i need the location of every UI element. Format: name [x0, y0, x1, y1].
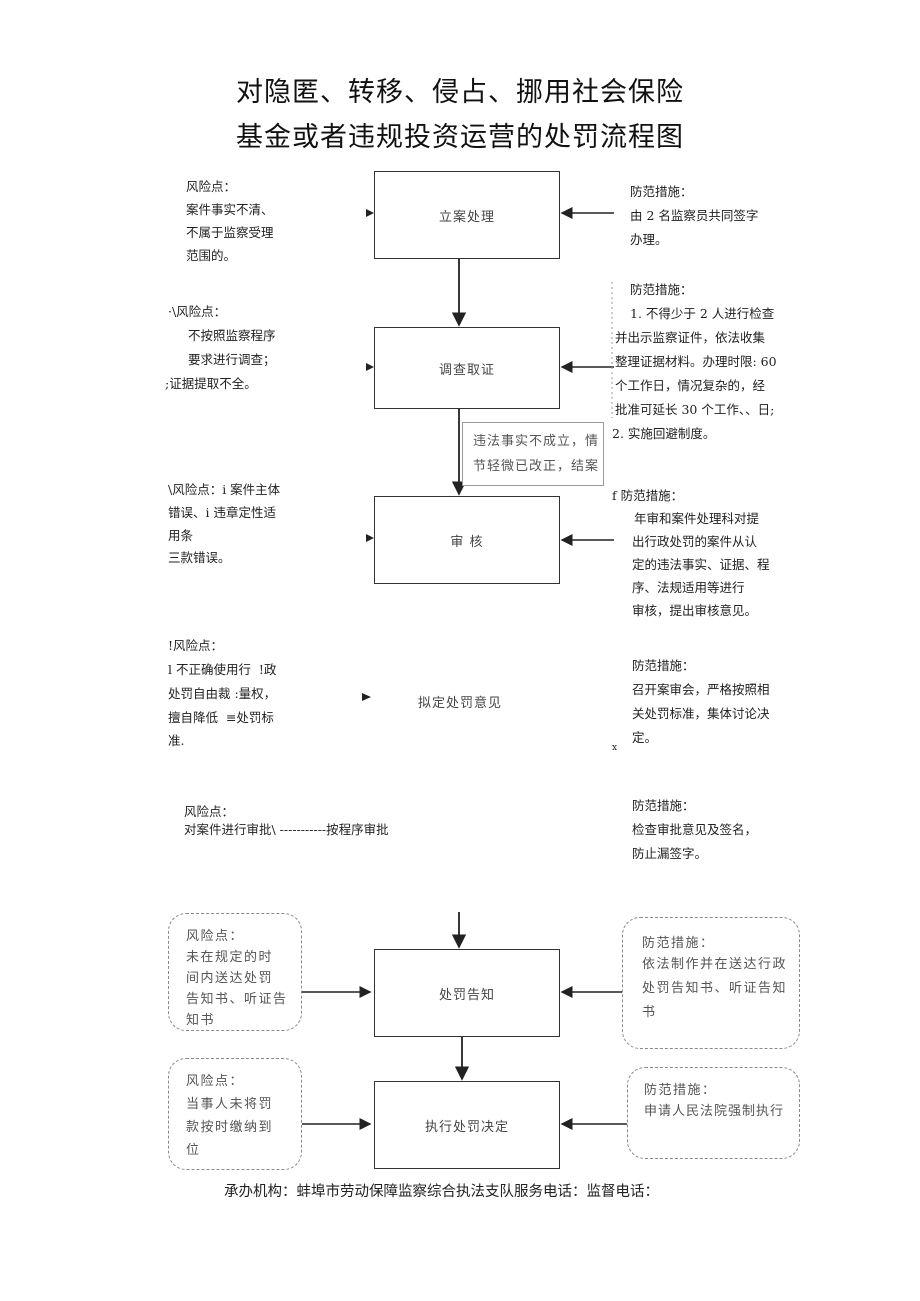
arrow-risk-2: [366, 363, 374, 371]
measure-4-line-3: 定。: [632, 730, 658, 745]
risk-6-box: [168, 913, 302, 1031]
measure-7-box: [627, 1067, 800, 1159]
measure-6-line-3: 书: [642, 1005, 657, 1020]
measure-3-line-1: 年审和案件处理科对提: [634, 511, 760, 526]
risk-3-line-1: \风险点：i 案件主体: [168, 482, 281, 497]
measure-6-line-1: 依法制作并在送达行政: [642, 957, 788, 972]
step-execution: 执行处罚决定: [374, 1081, 560, 1169]
measure-5-line-2: 防止漏签字。: [632, 846, 708, 861]
risk-7-label: 风险点：: [186, 1074, 245, 1089]
measure-1-line-2: 办理。: [630, 232, 668, 247]
risk-4-line-2: l 不正确使用行 !政: [168, 662, 277, 677]
measure-1-line-1: 由 2 名监察员共同签字: [630, 208, 759, 223]
measure-6-box: [622, 917, 800, 1049]
footer-contact: 承办机构：蚌埠市劳动保障监察综合执法支队服务电话：监督电话：: [224, 1184, 659, 1200]
measure-4-mark: x: [612, 743, 618, 753]
measure-2-line-4: 个工作日，情况复杂的，经: [615, 378, 766, 393]
risk-4-line-1: !风险点：: [168, 638, 224, 653]
risk-2-line-2: 要求进行调查；: [188, 352, 276, 367]
step-review: 审 核: [374, 496, 560, 584]
side-note-line-2: 节轻微已改正，结案: [473, 459, 600, 474]
measure-4-label: 防范措施：: [632, 658, 695, 673]
step-filing: 立案处理: [374, 171, 560, 259]
measure-5-line-1: 检查审批意见及签名，: [632, 822, 758, 837]
measure-3-label: f 防范措施：: [612, 488, 684, 503]
risk-1-line-1: 案件事实不清、: [186, 202, 274, 217]
measure-4-line-1: 召开案审会，严格按照相: [632, 682, 770, 697]
measure-3-line-5: 审核，提出审核意见。: [632, 603, 758, 618]
measure-3-line-4: 序、法规适用等进行: [632, 580, 745, 595]
measure-5-label: 防范措施：: [632, 798, 695, 813]
measure-7-label: 防范措施：: [644, 1083, 717, 1098]
side-note-box: 违法事实不成立，情 节轻微已改正，结案: [462, 422, 604, 486]
risk-3-line-2: 错误、i 违章定性适: [168, 505, 276, 520]
risk-7-line-2: 款按时缴纳到: [186, 1120, 274, 1135]
risk-3-line-4: 三款错误。: [168, 550, 231, 565]
measure-2-label: 防范措施：: [630, 282, 693, 297]
measure-1-label: 防范措施：: [630, 184, 693, 199]
risk-4-line-3: 处罚自由裁 :量权，: [168, 686, 277, 701]
step-proposal: 拟定处罚意见: [380, 672, 540, 730]
risk-6-line-1: 未在规定的时: [186, 950, 274, 965]
risk-3-line-3: 用条: [168, 528, 194, 543]
arrow-risk-4: [362, 693, 371, 701]
measure-6-line-2: 处罚告知书、听证告知: [642, 981, 788, 996]
step-notice: 处罚告知: [374, 949, 560, 1037]
risk-7-line-3: 位: [186, 1143, 201, 1158]
risk-1-line-3: 范围的。: [186, 248, 237, 263]
risk-2-line-3: ;证据提取不全。: [165, 376, 257, 391]
measure-2-line-5: 批准可延长 30 个工作、、日;: [615, 402, 775, 417]
measure-2-line-2: 并出示监察证件，依法收集: [615, 330, 766, 345]
risk-1-line-2: 不属于监察受理: [186, 225, 274, 240]
risk-4-line-5: 准.: [168, 733, 185, 748]
measure-7-line-1: 申请人民法院强制执行: [644, 1104, 785, 1119]
risk-5-line: 对案件进行审批\ -----------按程序审批: [184, 822, 389, 837]
measure-2-line-6: 2. 实施回避制度。: [612, 426, 716, 441]
arrow-risk-3: [366, 534, 374, 542]
risk-6-line-2: 间内送达处罚: [186, 971, 274, 986]
measure-3-line-2: 出行政处罚的案件从认: [632, 534, 758, 549]
risk-7-box: [168, 1058, 302, 1170]
risk-2-line-1: 不按照监察程序: [188, 328, 276, 343]
side-note-line-1: 违法事实不成立，情: [473, 434, 600, 449]
risk-2-label: ·\风险点：: [168, 304, 227, 319]
measure-6-label: 防范措施：: [642, 936, 715, 951]
step-investigation: 调查取证: [374, 327, 560, 409]
risk-1-label: 风险点：: [186, 179, 237, 194]
risk-6-line-3: 告知书、听证告: [186, 992, 288, 1007]
measure-3-line-3: 定的违法事实、证据、程: [632, 557, 770, 572]
title-line-1: 对隐匿、转移、侵占、挪用社会保险: [236, 77, 684, 108]
measure-2-line-1: 1. 不得少于 2 人进行检查: [630, 306, 775, 321]
title-line-2: 基金或者违规投资运营的处罚流程图: [236, 122, 684, 153]
risk-6-label: 风险点：: [186, 929, 245, 944]
risk-7-line-1: 当事人未将罚: [186, 1097, 274, 1112]
arrow-risk-1: [366, 209, 374, 217]
risk-6-line-4: 知书: [186, 1013, 216, 1028]
risk-5-label: 风险点：: [184, 804, 235, 819]
measure-4-line-2: 关处罚标准，集体讨论决: [632, 706, 770, 721]
risk-4-line-4: 擅自降低 ≡处罚标: [168, 710, 274, 725]
measure-2-line-3: 整理证据材料。办理时限: 60: [615, 354, 777, 369]
